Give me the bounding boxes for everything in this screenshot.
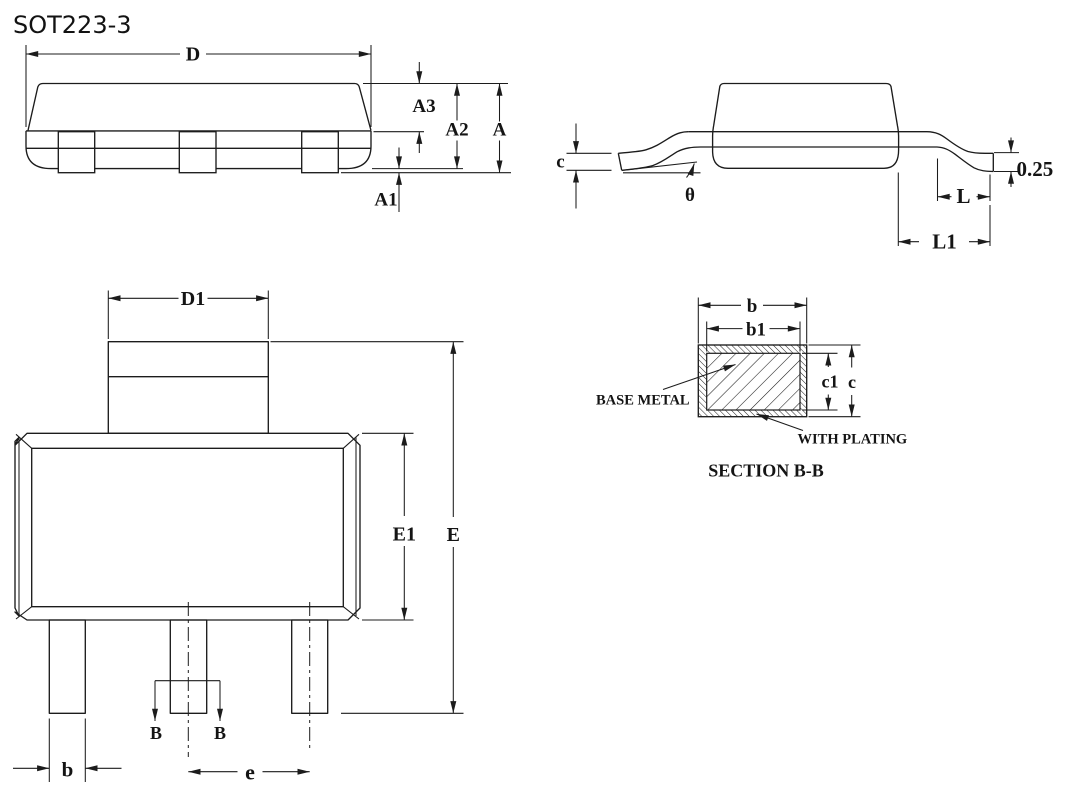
- dim-label-E: E: [447, 524, 460, 546]
- with-plating-label: WITH PLATING: [798, 432, 908, 448]
- section-callouts: BASE METAL WITH PLATING SECTION B-B: [596, 364, 908, 481]
- dim-label-A2: A2: [445, 120, 468, 141]
- side-lead-left: [617, 131, 701, 171]
- base-metal-arrow: [662, 364, 736, 390]
- dim-label-A3: A3: [412, 96, 435, 117]
- section-view: b b1 c1 c BASE METAL WITH PLATING SECTIO…: [596, 296, 907, 481]
- front-dim-D: D: [25, 44, 372, 127]
- front-dim-A: A: [341, 83, 511, 174]
- top-section-cut-BB: B B: [150, 680, 226, 743]
- page-title: SOT223-3: [13, 11, 132, 39]
- dim-label-c: c: [556, 152, 564, 173]
- dim-label-section-b: b: [747, 296, 758, 317]
- dim-label-025: 0.25: [1017, 157, 1054, 181]
- top-corner-bevels: [15, 433, 360, 620]
- top-lead-1: [48, 619, 86, 714]
- section-mark-B-left: B: [150, 723, 162, 743]
- dim-label-b1: b1: [746, 320, 766, 341]
- top-body-outer: [14, 432, 361, 621]
- dim-label-E1: E1: [393, 524, 416, 546]
- front-body-outline: [25, 82, 372, 174]
- section-title: SECTION B-B: [708, 461, 824, 481]
- top-dim-e: e: [188, 760, 310, 785]
- top-dim-b: b: [13, 718, 122, 782]
- section-dim-b1: b1: [706, 320, 801, 352]
- side-dim-L1: L1: [897, 172, 991, 254]
- with-plating-arrow: [756, 413, 804, 431]
- top-body-inner: [31, 447, 344, 608]
- top-dim-D1: D1: [107, 288, 269, 339]
- section-dim-c1: c1: [802, 352, 839, 411]
- dim-label-D1: D1: [181, 288, 205, 310]
- top-dim-E1: E1: [362, 432, 416, 621]
- front-dim-A2: A2: [372, 83, 469, 170]
- dim-label-section-c: c: [848, 372, 856, 392]
- dim-label-theta: θ: [685, 185, 695, 206]
- side-view: θ c 0.25 L L1: [556, 82, 1054, 254]
- front-dim-A3: A3: [363, 62, 508, 153]
- dim-label-A: A: [493, 120, 507, 141]
- side-body: [711, 82, 900, 169]
- dim-label-A1: A1: [374, 190, 397, 211]
- section-dim-c: c: [808, 344, 861, 418]
- dim-label-L: L: [956, 184, 970, 208]
- front-body-top: [27, 82, 372, 131]
- front-lead-1: [57, 131, 96, 174]
- side-dim-theta: θ: [621, 161, 701, 206]
- side-dim-c: c: [556, 123, 612, 209]
- dim-label-e: e: [245, 760, 255, 785]
- top-dim-E: E: [270, 341, 464, 714]
- top-tab: [107, 341, 269, 434]
- section-base-metal: [706, 352, 801, 411]
- dim-label-D: D: [186, 44, 200, 66]
- section-mark-B-right: B: [214, 723, 226, 743]
- front-dim-A1: A1: [374, 147, 402, 212]
- dim-label-b: b: [62, 758, 74, 782]
- front-view: D A3 A2 A A1: [25, 44, 511, 212]
- side-dim-025: 0.25: [994, 137, 1054, 187]
- front-lead-2: [178, 131, 217, 174]
- section-dim-b: b: [697, 296, 808, 344]
- top-body-outline: [14, 341, 361, 757]
- base-metal-label: BASE METAL: [596, 393, 690, 409]
- side-dim-L: L: [936, 158, 991, 208]
- front-lead-3: [301, 131, 339, 174]
- top-view: D1 E1 E B B b e: [13, 288, 464, 785]
- dim-label-L1: L1: [932, 230, 957, 254]
- side-lead-right: [926, 131, 994, 173]
- top-body-draft-lines: [18, 437, 357, 616]
- side-lead-through-lines: [688, 131, 937, 148]
- dim-label-c1: c1: [822, 372, 839, 392]
